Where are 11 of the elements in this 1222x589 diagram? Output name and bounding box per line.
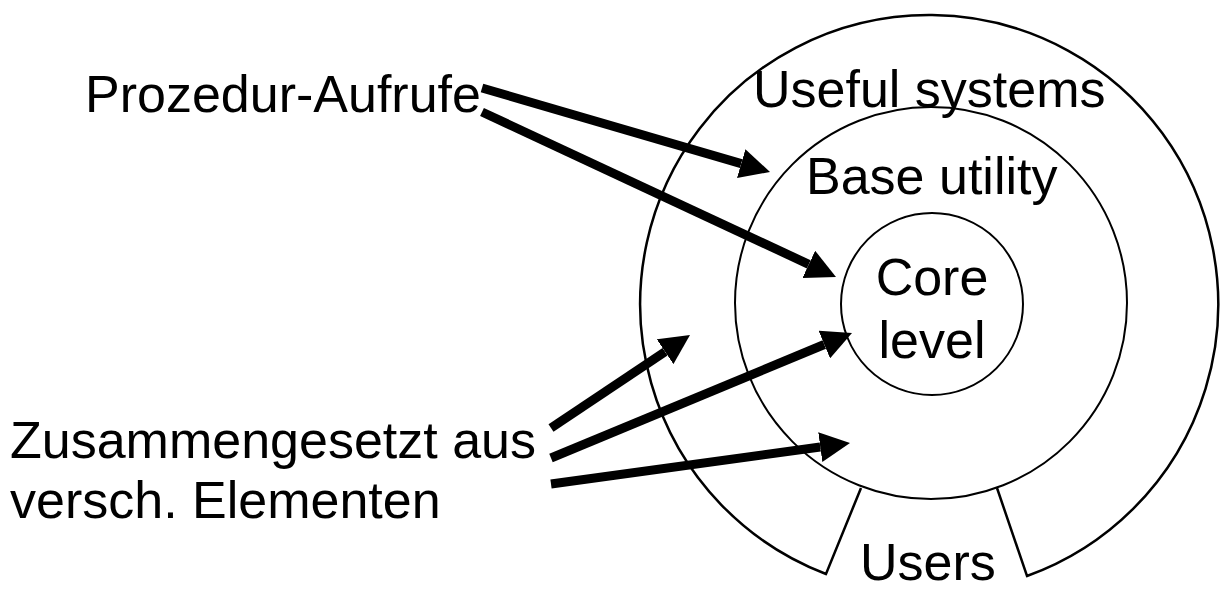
callout-text: Prozedur-Aufrufe (85, 64, 485, 124)
arrow (480, 107, 836, 278)
arrow (550, 432, 850, 489)
circle-label: Core level (874, 247, 990, 371)
arrow (548, 335, 690, 432)
callout-text: Zusammengesetzt aus versch. Elementen (10, 410, 550, 530)
ring-label: Useful systems (753, 61, 1106, 117)
region-label: Users (860, 537, 996, 587)
arrow (480, 83, 770, 178)
circle-label: Base utility (806, 148, 1058, 204)
arrow (549, 330, 852, 463)
